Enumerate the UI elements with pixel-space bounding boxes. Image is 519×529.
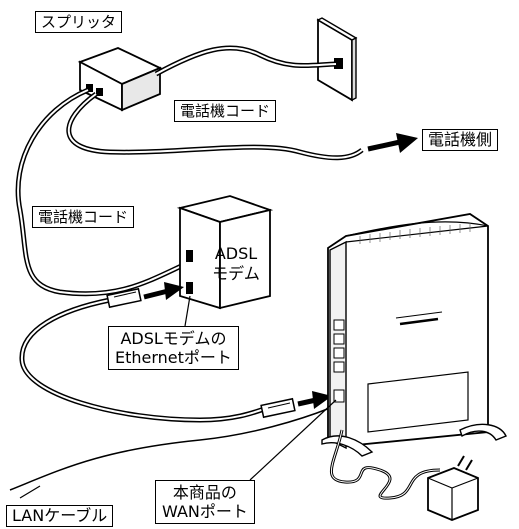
label-ethernet-line1: ADSLモデムの [120,329,227,348]
adsl-modem [176,195,274,310]
label-wan-line2: WANポート [162,502,248,521]
label-ethernet-port: ADSLモデムの Ethernetポート [108,326,239,370]
modem-arrow [143,282,184,300]
router-device [321,213,507,457]
label-wan-port: 本商品の WANポート [155,480,255,524]
wall-jack [316,17,358,102]
phone-side-arrow [367,133,418,153]
label-lan-cable: LANケーブル [6,505,114,527]
splitter-device [77,47,163,112]
router-arrow [297,391,332,409]
leader-lan [19,485,41,499]
lan-connector-router [260,397,296,419]
label-phone-cord-top: 電話機コード [174,100,277,122]
label-ethernet-line2: Ethernetポート [115,348,232,367]
label-wan-line1: 本商品の [172,483,237,502]
power-adapter [329,429,479,521]
label-phone-cord-left: 電話機コード [32,206,135,228]
label-adsl-modem: ADSL モデム [206,244,266,284]
lan-connector-modem [106,287,142,309]
label-adsl-modem-line2: モデム [212,264,260,283]
leader-ethernet [184,295,191,327]
label-splitter: スプリッタ [35,11,123,33]
leader-wan [249,399,337,481]
label-phone-side: 電話機側 [422,129,499,151]
label-adsl-modem-line1: ADSL [214,244,258,263]
